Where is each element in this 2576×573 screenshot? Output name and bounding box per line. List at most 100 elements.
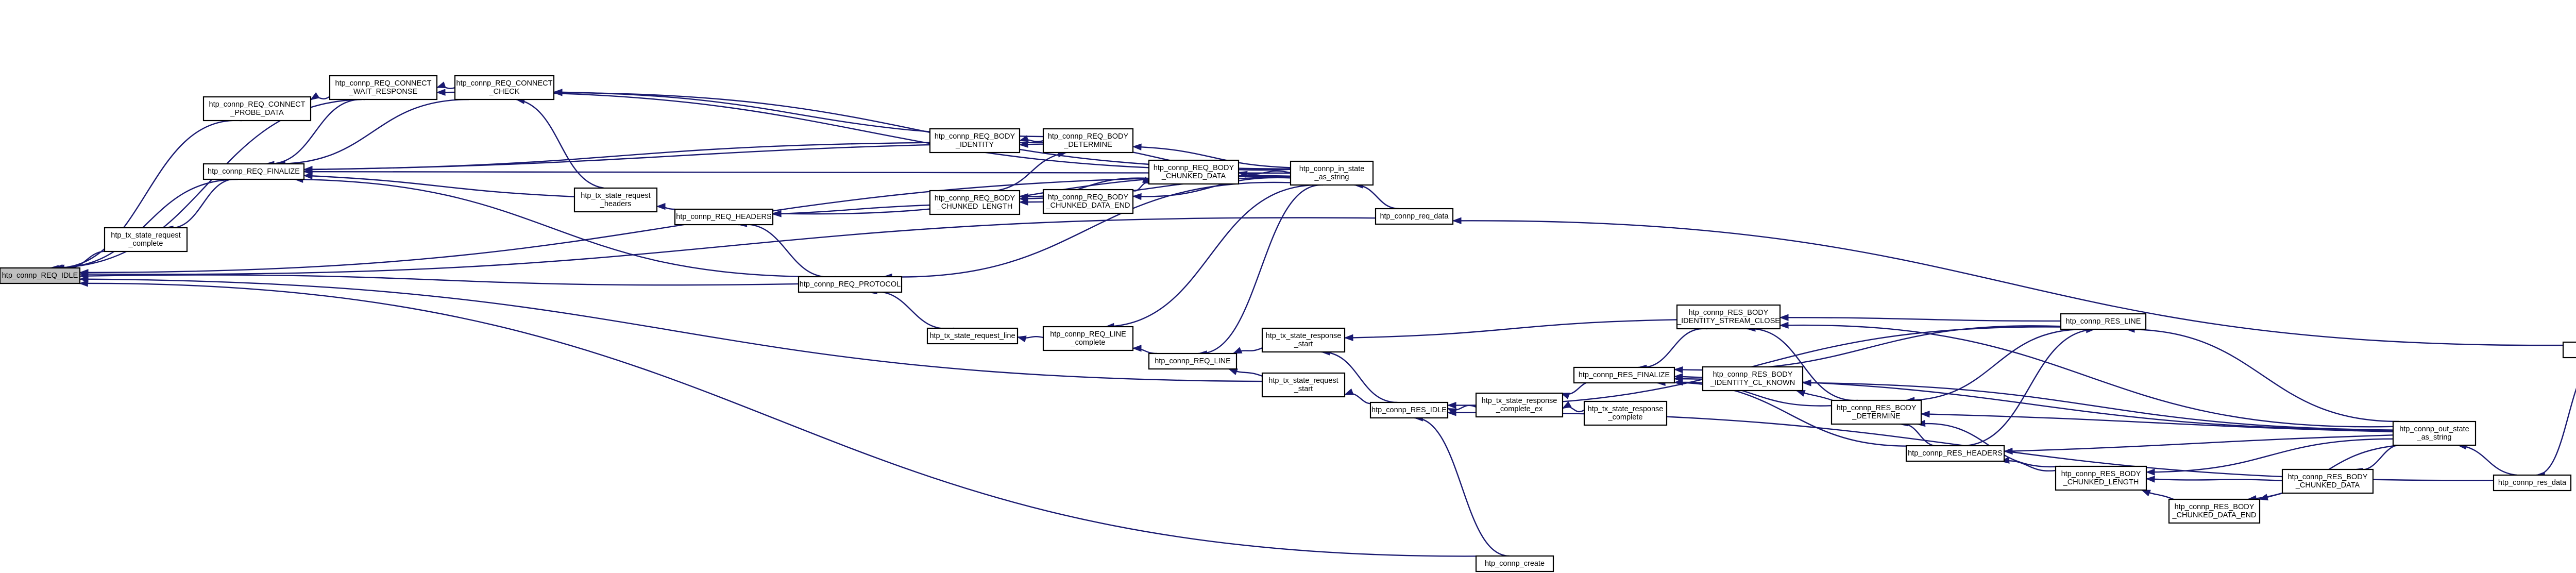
node-res-body-chunked-data[interactable]: htp_connp_RES_BODY_CHUNKED_DATA [2281,468,2374,494]
node-req-body-chunked-data-end[interactable]: htp_connp_REQ_BODY_CHUNKED_DATA_END [1042,189,1134,214]
arrowhead [1447,409,1456,416]
node-label: htp_connp_req_data [1380,212,1449,221]
node-label: htp_connp_REQ_LINE [1050,330,1126,339]
node-connp-close[interactable]: htp_connp_close [2562,341,2576,359]
node-box [2168,498,2261,524]
node-box [1261,327,1346,353]
node-tx-state-response-complete-ex[interactable]: htp_tx_state_response_complete_ex [1475,392,1564,418]
node-tx-state-request-headers[interactable]: htp_tx_state_request_headers [573,187,658,213]
node-res-idle[interactable]: htp_connp_RES_IDLE [1369,401,1449,419]
edge-line [1906,328,2084,401]
node-tx-state-response-complete[interactable]: htp_tx_state_response_complete [1583,400,1668,426]
edge-req_connect_probe_data-req_connect_wait_response [310,92,330,100]
arrowhead [1795,390,1806,397]
edge-line [516,98,604,189]
edge-line [1132,146,1291,168]
node-label: _IDENTITY_STREAM_CLOSE [1676,317,1780,325]
edge-res_body_identity_cl_known-res_body_determine [1795,390,1833,401]
edge-res_body_chunked_length-res_body_chunked_data [2145,476,2283,483]
node-label: htp_connp_RES_IDLE [1371,406,1447,414]
node-label: htp_connp_RES_HEADERS [1908,449,2003,458]
node-req-headers[interactable]: htp_connp_REQ_HEADERS [674,208,774,226]
node-res-body-chunked-data-end[interactable]: htp_connp_RES_BODY_CHUNKED_DATA_END [2168,498,2261,524]
edge-req_body_chunked_data-in_state_as_string [1238,170,1291,178]
arrowhead [1920,411,1930,418]
arrowhead [303,168,313,175]
arrowhead [1232,347,1243,354]
node-tx-state-request-start[interactable]: htp_tx_state_request_start [1261,372,1346,398]
node-label: htp_connp_REQ_BODY [935,132,1015,141]
node-req-body-determine[interactable]: htp_connp_REQ_BODY_DETERMINE [1042,128,1134,154]
node-label: _CHUNKED_DATA_END [1045,201,1130,210]
node-req-body-identity[interactable]: htp_connp_REQ_BODY_IDENTITY [929,128,1021,154]
node-res-body-identity-cl-known[interactable]: htp_connp_RES_BODY_IDENTITY_CL_KNOWN [1702,366,1804,392]
edge-req_finalize-tx_state_request_headers [303,172,575,197]
node-req-body-chunked-length[interactable]: htp_connp_REQ_BODY_CHUNKED_LENGTH [929,190,1021,215]
edge-line [1447,326,2061,406]
edge-line [79,274,799,286]
node-in-state-as-string[interactable]: htp_connp_in_state_as_string [1290,160,1374,186]
edge-line [56,178,238,269]
node-req-idle[interactable]: htp_connp_REQ_IDLE [0,267,81,284]
edge-line [738,224,836,278]
edge-res_headers-out_state_as_string [2003,434,2394,455]
edge-line [2146,478,2283,481]
edge-line [1674,325,2061,371]
node-box [1475,555,1554,572]
node-out-state-as-string[interactable]: htp_connp_out_state_as_string [2392,420,2477,446]
arrowhead [2141,490,2151,497]
node-connp-create[interactable]: htp_connp_create [1475,555,1554,572]
node-req-body-chunked-data[interactable]: htp_connp_REQ_BODY_CHUNKED_DATA [1148,159,1240,185]
edge-line [1105,184,1315,328]
node-label: htp_connp_REQ_IDLE [2,272,78,280]
node-req-protocol[interactable]: htp_connp_REQ_PROTOCOL [798,276,903,293]
node-label: _as_string [2417,433,2452,442]
node-tx-state-request-line[interactable]: htp_tx_state_request_line [926,327,1019,345]
node-req-finalize[interactable]: htp_connp_REQ_FINALIZE [202,163,305,180]
node-res-headers[interactable]: htp_connp_RES_HEADERS [1905,445,2005,462]
edge-line [1963,328,2095,447]
edge-line [1899,423,1941,447]
edge-req_protocol-tx_state_request_line [868,287,955,330]
node-label: htp_connp_RES_BODY [1713,370,1793,379]
node-tx-state-request-complete[interactable]: htp_tx_state_request_complete [104,227,188,252]
node-req-data[interactable]: htp_connp_req_data [1375,208,1454,225]
node-req-connect-check[interactable]: htp_connp_REQ_CONNECT_CHECK [454,75,555,100]
edge-line [1747,328,1858,401]
graph-edges [49,81,2576,557]
node-label: _IDENTITY_CL_KNOWN [1710,379,1795,387]
node-res-data[interactable]: htp_connp_res_data [2493,474,2572,492]
edge-tx_state_request_complete-req_finalize [164,178,242,233]
arrowhead [79,269,89,276]
edge-line [303,171,1291,174]
node-label: _as_string [1314,173,1349,181]
edge-req_body_determine-in_state_as_string [1132,143,1291,168]
node-res-body-identity-stream-close[interactable]: htp_connp_RES_BODY_IDENTITY_STREAM_CLOSE [1676,304,1781,330]
node-req-connect-wait-response[interactable]: htp_connp_REQ_CONNECT_WAIT_RESPONSE [329,75,438,100]
node-res-body-chunked-length[interactable]: htp_connp_RES_BODY_CHUNKED_LENGTH [2055,465,2147,491]
arrowhead [1016,335,1027,343]
edge-res_body_identity_cl_known-out_state_as_string [1802,379,2394,431]
edge-line [1354,184,1400,210]
edge-req_finalize-in_state_as_string [303,168,1291,175]
node-res-finalize[interactable]: htp_connp_RES_FINALIZE [1573,366,1675,384]
edge-res_idle-res_line [1447,326,2061,409]
edge-req_idle-connp_create [78,280,1477,557]
node-box [1148,159,1240,185]
node-label: htp_connp_REQ_BODY [935,194,1015,203]
edge-line [772,204,930,215]
arrowhead [1019,195,1028,203]
node-label: _CHUNKED_DATA_END [2172,511,2256,519]
node-req-line[interactable]: htp_connp_REQ_LINE [1148,352,1238,370]
node-req-line-complete[interactable]: htp_connp_REQ_LINE_complete [1042,326,1134,351]
edge-req_connect_wait_response-in_state_as_string [436,89,1291,171]
node-box [1290,160,1374,186]
node-res-line[interactable]: htp_connp_RES_LINE [2060,313,2147,330]
node-tx-state-response-start[interactable]: htp_tx_state_response_start [1261,327,1346,353]
node-req-connect-probe-data[interactable]: htp_connp_REQ_CONNECT_PROBE_DATA [202,96,312,122]
arrowhead [1779,314,1789,321]
node-box [1042,326,1134,351]
node-label: htp_tx_state_request_line [929,332,1015,340]
node-res-body-determine[interactable]: htp_connp_RES_BODY_DETERMINE [1831,399,1922,425]
